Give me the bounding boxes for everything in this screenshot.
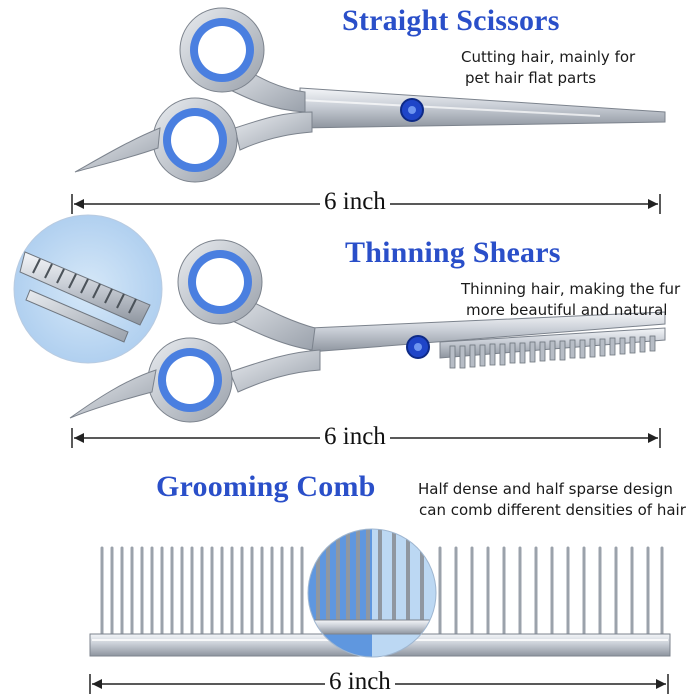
straight-scissors-desc-line2: pet hair flat parts (465, 69, 597, 87)
straight-scissors-desc-line1: Cutting hair, mainly for (461, 48, 636, 66)
straight-scissors-measure: 6 inch (320, 188, 390, 216)
straight-scissors-title: Straight Scissors (342, 4, 560, 37)
grooming-comb-desc-line2: can comb different densities of hair (419, 501, 686, 519)
thinning-blade-zoom-icon (13, 214, 163, 364)
straight-scissors-icon (74, 7, 666, 183)
grooming-comb-title: Grooming Comb (156, 470, 376, 503)
thinning-shears-title: Thinning Shears (345, 236, 561, 269)
grooming-comb-desc-line1: Half dense and half sparse design (418, 480, 673, 498)
comb-zoom-icon (307, 528, 437, 658)
grooming-comb-measure: 6 inch (325, 668, 395, 696)
thinning-shears-desc-line1: Thinning hair, making the fur (461, 280, 681, 298)
thinning-shears-icon (69, 239, 666, 423)
thinning-shears-measure: 6 inch (320, 423, 390, 451)
thinning-shears-desc-line2: more beautiful and natural (466, 301, 668, 319)
